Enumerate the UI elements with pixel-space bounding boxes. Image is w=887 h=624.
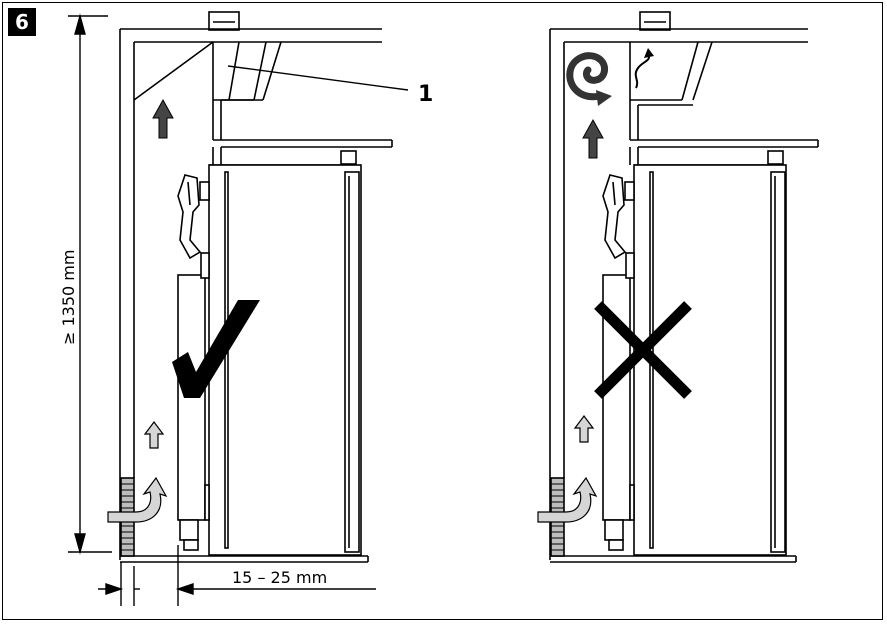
warm-air-arrow-icon-right <box>573 415 595 443</box>
gap-dimension <box>98 545 376 606</box>
smoke-squiggle-icon <box>634 51 650 89</box>
flue-collar-right <box>639 11 671 31</box>
updraft-arrow-icon-right <box>582 118 604 159</box>
inflow-arrow-icon-left <box>107 476 168 523</box>
inflow-arrow-icon-right <box>537 476 598 523</box>
height-dimension-label: ≥ 1350 mm <box>59 250 78 345</box>
appliance-body-left <box>208 164 362 556</box>
height-dimension <box>68 13 112 555</box>
check-mark-icon <box>172 300 260 398</box>
warm-air-arrow-icon-left <box>143 421 165 449</box>
callout-leader-line <box>227 65 409 91</box>
callout-number: 1 <box>418 82 433 107</box>
turbulence-swirl-icon <box>566 52 608 101</box>
cross-mark-icon <box>594 301 692 399</box>
gap-dimension-label: 15 – 25 mm <box>232 568 327 587</box>
panel-correct-installation <box>119 11 393 563</box>
flue-collar-left <box>208 11 240 31</box>
figure-number-badge: 6 <box>8 8 36 36</box>
updraft-arrow-icon-left <box>152 98 174 139</box>
